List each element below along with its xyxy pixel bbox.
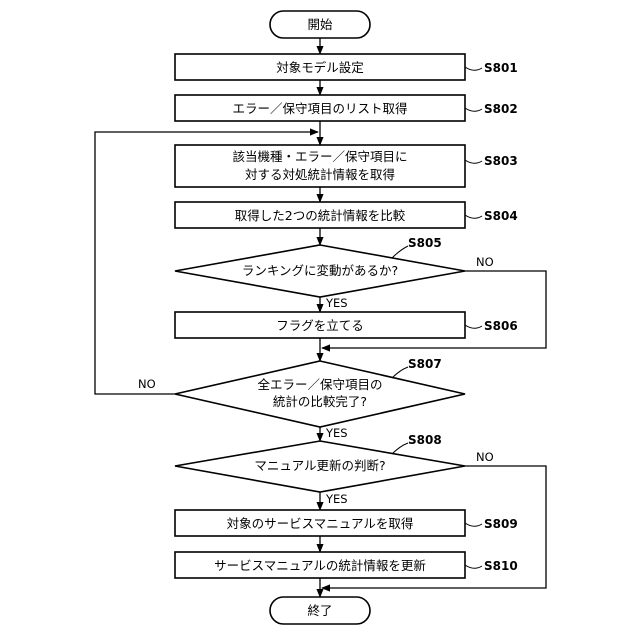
step-s803-text-line2: 対する対処統計情報を取得 [245, 167, 395, 182]
decision-s805-no: NO [476, 255, 494, 269]
step-s810-label: S810 [484, 559, 518, 573]
step-s809-text: 対象のサービスマニュアルを取得 [227, 516, 414, 531]
step-s806-label: S806 [484, 319, 518, 333]
step-s806-text: フラグを立てる [276, 318, 364, 333]
decision-s807-text-line2: 統計の比較完了? [273, 394, 367, 409]
decision-s807: 全エラー／保守項目の 統計の比較完了? S807 YES NO [138, 357, 465, 440]
decision-s808-text: マニュアル更新の判断? [254, 458, 385, 473]
decision-s807-yes: YES [325, 426, 348, 440]
decision-s805-yes: YES [325, 296, 348, 310]
decision-s808-yes: YES [325, 492, 348, 506]
decision-s808: マニュアル更新の判断? S808 YES NO [175, 433, 494, 506]
decision-s808-label: S808 [408, 433, 442, 447]
step-s801-text: 対象モデル設定 [276, 60, 364, 75]
step-s801: 対象モデル設定 S801 [175, 54, 518, 80]
step-s804: 取得した2つの統計情報を比較 S804 [175, 202, 518, 228]
step-s809-label: S809 [484, 517, 518, 531]
step-s803: 該当機種・エラー／保守項目に 対する対処統計情報を取得 S803 [175, 145, 518, 187]
step-s810: サービスマニュアルの統計情報を更新 S810 [175, 552, 518, 578]
decision-s807-no: NO [138, 377, 156, 391]
decision-s805-label: S805 [408, 236, 442, 250]
step-s804-text: 取得した2つの統計情報を比較 [235, 208, 406, 223]
decision-s805-text: ランキングに変動があるか? [242, 263, 398, 278]
decision-s807-text-line1: 全エラー／保守項目の [257, 377, 382, 392]
step-s804-label: S804 [484, 209, 518, 223]
decision-s807-label: S807 [408, 357, 442, 371]
decision-s808-no: NO [476, 450, 494, 464]
start-text: 開始 [307, 17, 333, 32]
start-terminal: 開始 [270, 11, 370, 38]
step-s801-label: S801 [484, 61, 518, 75]
decision-s805: ランキングに変動があるか? S805 YES NO [175, 236, 494, 310]
step-s803-text-line1: 該当機種・エラー／保守項目に [232, 149, 407, 164]
end-terminal: 終了 [270, 597, 370, 624]
step-s802-text: エラー／保守項目のリスト取得 [232, 101, 407, 116]
step-s803-label: S803 [484, 154, 518, 168]
step-s802-label: S802 [484, 102, 518, 116]
step-s809: 対象のサービスマニュアルを取得 S809 [175, 510, 518, 536]
end-text: 終了 [307, 603, 332, 618]
step-s802: エラー／保守項目のリスト取得 S802 [175, 95, 518, 121]
step-s810-text: サービスマニュアルの統計情報を更新 [214, 558, 426, 573]
step-s806: フラグを立てる S806 [175, 312, 518, 338]
